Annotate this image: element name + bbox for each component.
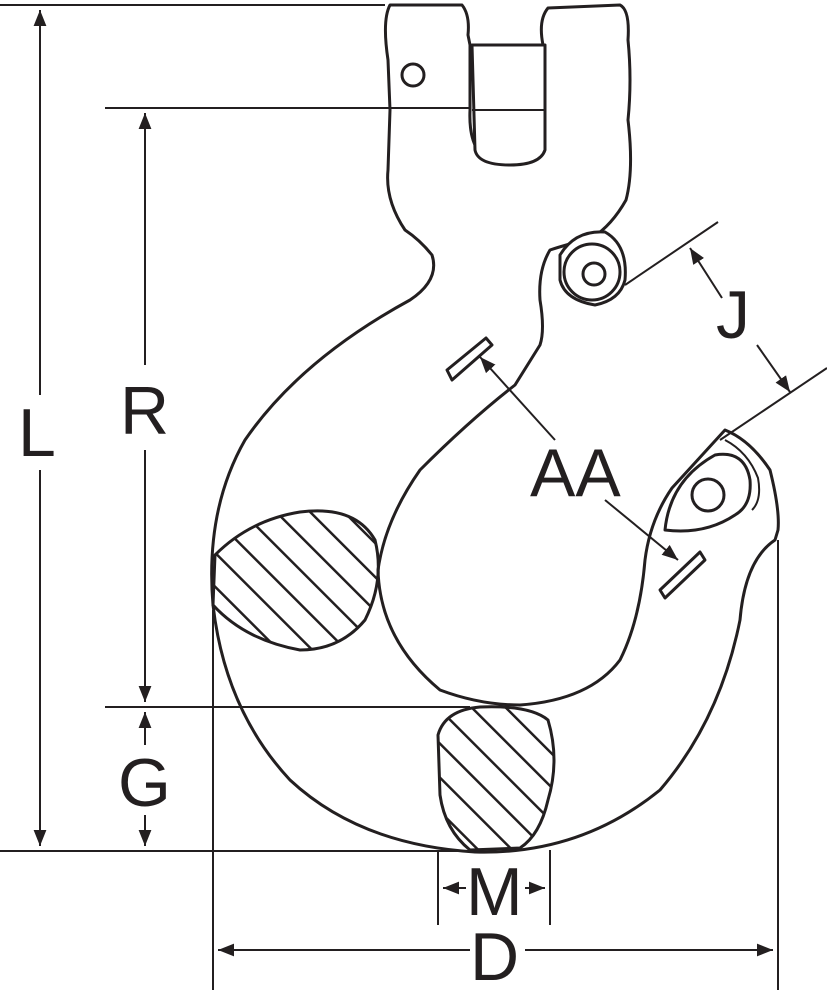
clevis-pin-hole	[400, 62, 426, 88]
label-G: G	[118, 745, 171, 821]
tip-edge	[724, 439, 761, 511]
label-D: D	[470, 919, 519, 995]
extension-lines	[0, 4, 827, 990]
label-AA: AA	[530, 435, 621, 511]
dimension-labels: L R G M D J AA	[18, 277, 750, 995]
label-R: R	[120, 373, 169, 449]
label-J: J	[716, 277, 750, 353]
tip-pin-hole	[690, 477, 726, 513]
clevis-slot	[470, 43, 547, 167]
left-cross-section	[211, 509, 380, 652]
dim-J-lower	[756, 344, 791, 393]
dim-AA-upper	[479, 356, 556, 441]
label-L: L	[18, 395, 56, 471]
aa-end-bar-upper	[445, 336, 494, 382]
hook-outline	[210, 3, 780, 854]
dimension-lines	[33, 10, 791, 957]
aa-end-bar-lower	[658, 550, 707, 600]
dim-AA-lower	[604, 499, 679, 561]
label-M: M	[466, 854, 523, 930]
dim-J-upper	[689, 247, 723, 299]
bottom-cross-section	[436, 705, 556, 852]
hook-body	[210, 3, 780, 854]
latch-pivot-hole	[581, 261, 607, 287]
